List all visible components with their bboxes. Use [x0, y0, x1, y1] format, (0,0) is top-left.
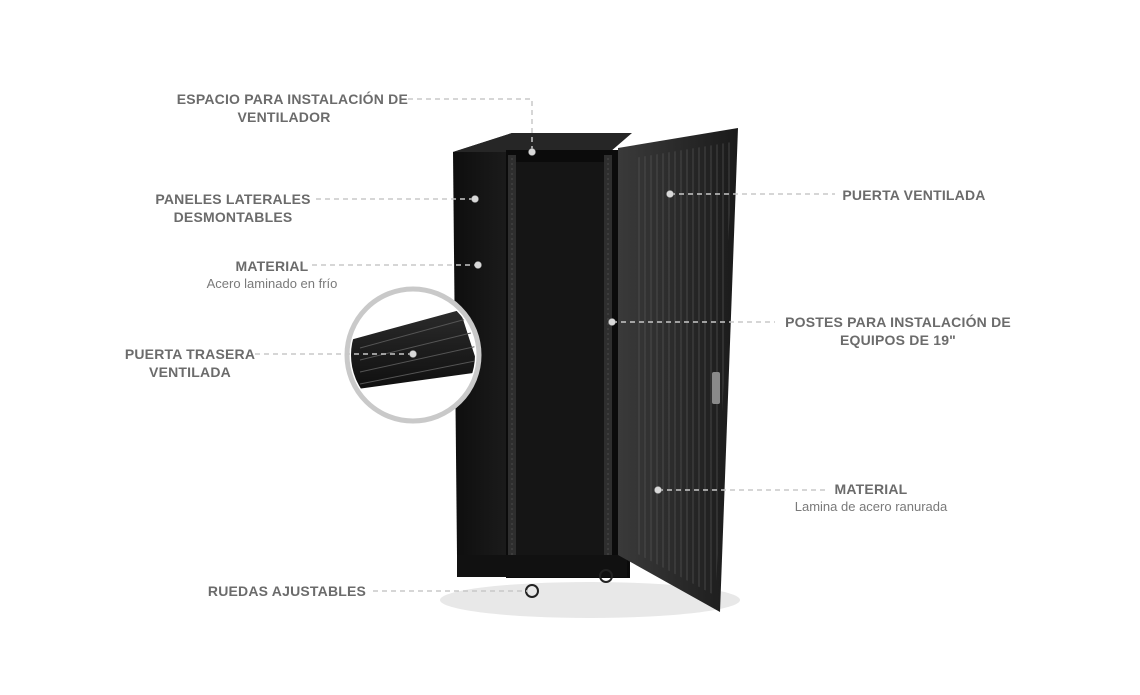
label-posts-title-1: POSTES PARA INSTALACIÓN DE — [785, 314, 1011, 330]
label-material-body-subtitle: Acero laminado en frío — [206, 276, 338, 291]
label-material-door-title: MATERIAL — [834, 481, 908, 497]
label-material-door: MATERIAL Lamina de acero ranurada — [776, 480, 966, 516]
label-fan-space-title-1: ESPACIO PARA INSTALACIÓN DE — [176, 91, 408, 107]
label-side-panels: PANELES LATERALES DESMONTABLES — [150, 190, 316, 226]
label-side-panels-title-2: DESMONTABLES — [173, 209, 293, 225]
cabinet-top — [453, 133, 632, 152]
label-vented-door: PUERTA VENTILADA — [834, 186, 994, 204]
label-material-body-title: MATERIAL — [235, 258, 309, 274]
label-material-door-subtitle: Lamina de acero ranurada — [794, 499, 948, 514]
floor-shadow — [440, 582, 740, 618]
cabinet-base — [457, 555, 627, 577]
label-fan-space-title-2: VENTILADOR — [237, 109, 331, 125]
label-posts: POSTES PARA INSTALACIÓN DE EQUIPOS DE 19… — [776, 313, 1020, 349]
label-side-panels-title-1: PANELES LATERALES — [155, 191, 311, 207]
leader-dots — [409, 148, 674, 494]
cabinet-side-panel — [453, 133, 512, 575]
label-rear-door-title-1: PUERTA TRASERA — [124, 346, 256, 362]
leader-lines — [255, 98, 835, 592]
label-rear-door: PUERTA TRASERA VENTILADA — [120, 345, 260, 381]
door-handle — [712, 372, 720, 404]
label-posts-title-2: EQUIPOS DE 19" — [839, 332, 957, 348]
label-rear-door-title-2: VENTILADA — [149, 364, 231, 380]
label-vented-door-title: PUERTA VENTILADA — [842, 187, 986, 203]
label-material-body: MATERIAL Acero laminado en frío — [190, 257, 354, 293]
label-wheels-title: RUEDAS AJUSTABLES — [207, 583, 367, 599]
mounting-post-left — [508, 155, 516, 570]
cabinet-interior — [516, 162, 612, 562]
label-wheels: RUEDAS AJUSTABLES — [200, 582, 374, 600]
wheel — [599, 569, 613, 583]
label-fan-space: ESPACIO PARA INSTALACIÓN DE VENTILADOR — [160, 90, 408, 126]
mounting-post-right — [604, 155, 612, 570]
